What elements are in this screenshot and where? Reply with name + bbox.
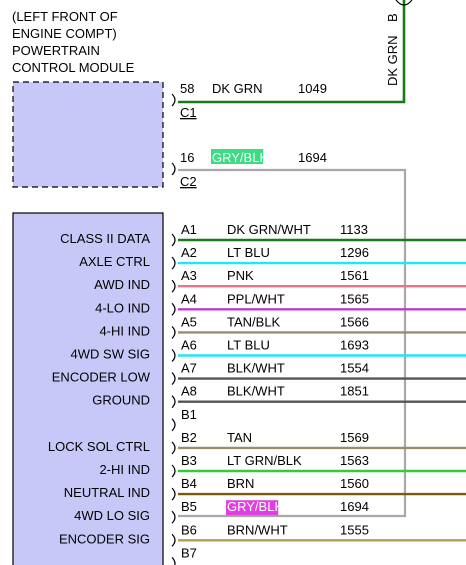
module-title-line-3: POWERTRAIN bbox=[12, 43, 100, 58]
wire-color-label: BLK/WHT bbox=[227, 361, 285, 376]
pin-terminal bbox=[171, 510, 176, 524]
circuit-number: 1561 bbox=[340, 268, 369, 283]
pin-number: 58 bbox=[180, 81, 194, 96]
pin-terminal bbox=[171, 233, 176, 247]
connector-label: C2 bbox=[180, 174, 197, 189]
circuit-number: 1296 bbox=[340, 245, 369, 260]
module-title-line-1: (LEFT FRONT OF bbox=[12, 9, 118, 24]
pin-function-label: 4WD SW SIG bbox=[71, 347, 150, 362]
pin-id: B3 bbox=[181, 453, 197, 468]
circuit-number: 1693 bbox=[340, 338, 369, 353]
pin-function-label: AXLE CTRL bbox=[79, 254, 150, 269]
pin-terminal bbox=[171, 441, 176, 455]
pin-id: A6 bbox=[181, 338, 197, 353]
wire-color-label: LT GRN/BLK bbox=[227, 453, 302, 468]
pin-function-label: AWD IND bbox=[94, 277, 150, 292]
pin-terminal bbox=[171, 533, 176, 547]
wire-color-highlight bbox=[226, 500, 279, 516]
wire-color-label: LT BLU bbox=[227, 338, 270, 353]
wire-dk-grn-1049 bbox=[178, 0, 406, 104]
pin-function-label: CLASS II DATA bbox=[60, 231, 150, 246]
module-title: (LEFT FRONT OF ENGINE COMPT) POWERTRAIN … bbox=[12, 8, 134, 76]
circuit-number: 1563 bbox=[340, 453, 369, 468]
pin-terminal bbox=[171, 349, 176, 362]
circuit-number: 1694 bbox=[298, 150, 327, 165]
pin-function-label: ENCODER SIG bbox=[59, 531, 150, 546]
pin-terminal bbox=[171, 256, 176, 270]
pin-terminal bbox=[171, 325, 176, 339]
pin-function-label: 4-HI IND bbox=[99, 323, 150, 338]
connector-label: C1 bbox=[180, 105, 197, 120]
pin-terminal bbox=[171, 302, 176, 316]
wire-color-label: DK GRN/WHT bbox=[227, 222, 311, 237]
circuit-number: 1694 bbox=[340, 499, 369, 514]
pin-id: A4 bbox=[181, 291, 197, 306]
circuit-number: 1851 bbox=[340, 384, 369, 399]
pin-id: B4 bbox=[181, 476, 197, 491]
connector-terminal bbox=[171, 162, 176, 176]
pcm-upper-box bbox=[12, 81, 164, 188]
pin-id: B2 bbox=[181, 430, 197, 445]
circuit-number: 1569 bbox=[340, 430, 369, 445]
wire-color-label: BRN/WHT bbox=[227, 522, 288, 537]
pin-terminal bbox=[171, 487, 176, 501]
wire-color-label: BLK/WHT bbox=[227, 384, 285, 399]
connector-terminal bbox=[171, 93, 176, 107]
pin-id: A2 bbox=[181, 245, 197, 260]
pin-function-label: 4WD LO SIG bbox=[74, 508, 150, 523]
pin-function-label: NEUTRAL IND bbox=[64, 485, 150, 500]
wire-color-label: PPL/WHT bbox=[227, 291, 285, 306]
pin-id: B5 bbox=[181, 499, 197, 514]
pin-terminal bbox=[171, 418, 176, 432]
pin-function-label: LOCK SOL CTRL bbox=[48, 439, 150, 454]
pin-id: B6 bbox=[181, 522, 197, 537]
pin-terminal bbox=[171, 464, 176, 478]
pin-terminal bbox=[171, 556, 176, 565]
circuit-number: 1554 bbox=[340, 361, 369, 376]
pin-id: A1 bbox=[181, 222, 197, 237]
circuit-number: 1565 bbox=[340, 291, 369, 306]
wire-color-label: GRY/BLK bbox=[227, 499, 283, 514]
pin-terminal bbox=[171, 279, 176, 293]
circuit-number: 1133 bbox=[340, 222, 368, 237]
wire-color-label: GRY/BLK bbox=[212, 150, 268, 165]
circuit-number: 1566 bbox=[340, 314, 369, 329]
pin-number: 16 bbox=[180, 150, 194, 165]
pin-function-label: 4-LO IND bbox=[95, 300, 150, 315]
pcm-lower-box bbox=[12, 212, 164, 565]
wire-gry-blk-1694 bbox=[178, 168, 407, 518]
pin-id: A7 bbox=[181, 361, 197, 376]
wire-color-label: LT BLU bbox=[227, 245, 270, 260]
circuit-number: 1555 bbox=[340, 522, 369, 537]
pin-function-label: ENCODER LOW bbox=[52, 370, 151, 385]
module-title-line-4: CONTROL MODULE bbox=[12, 60, 135, 75]
wire-color-label: PNK bbox=[227, 268, 254, 283]
pin-function-label: GROUND bbox=[92, 393, 150, 408]
pin-terminal bbox=[171, 395, 176, 409]
pin-id: A3 bbox=[181, 268, 197, 283]
pin-terminal bbox=[171, 372, 176, 386]
pin-id: A8 bbox=[181, 384, 197, 399]
wire-color-highlight bbox=[211, 149, 264, 164]
pin-id: B7 bbox=[181, 545, 197, 560]
module-title-line-2: ENGINE COMPT) bbox=[12, 26, 117, 41]
top-connector-terminal bbox=[395, 0, 413, 6]
wire-color-label: TAN bbox=[227, 430, 252, 445]
circuit-number: 1560 bbox=[340, 476, 369, 491]
pin-id: A5 bbox=[181, 314, 197, 329]
wire-color-label: DK GRN bbox=[212, 81, 263, 96]
pin-id: B1 bbox=[181, 407, 197, 422]
wire-color-label: BRN bbox=[227, 476, 254, 491]
circuit-number: 1049 bbox=[298, 81, 327, 96]
pin-function-label: 2-HI IND bbox=[99, 462, 150, 477]
vertical-wire-label: DK GRN bbox=[385, 35, 400, 86]
wire-color-label: TAN/BLK bbox=[227, 314, 281, 329]
top-pin-label: B bbox=[385, 13, 400, 22]
